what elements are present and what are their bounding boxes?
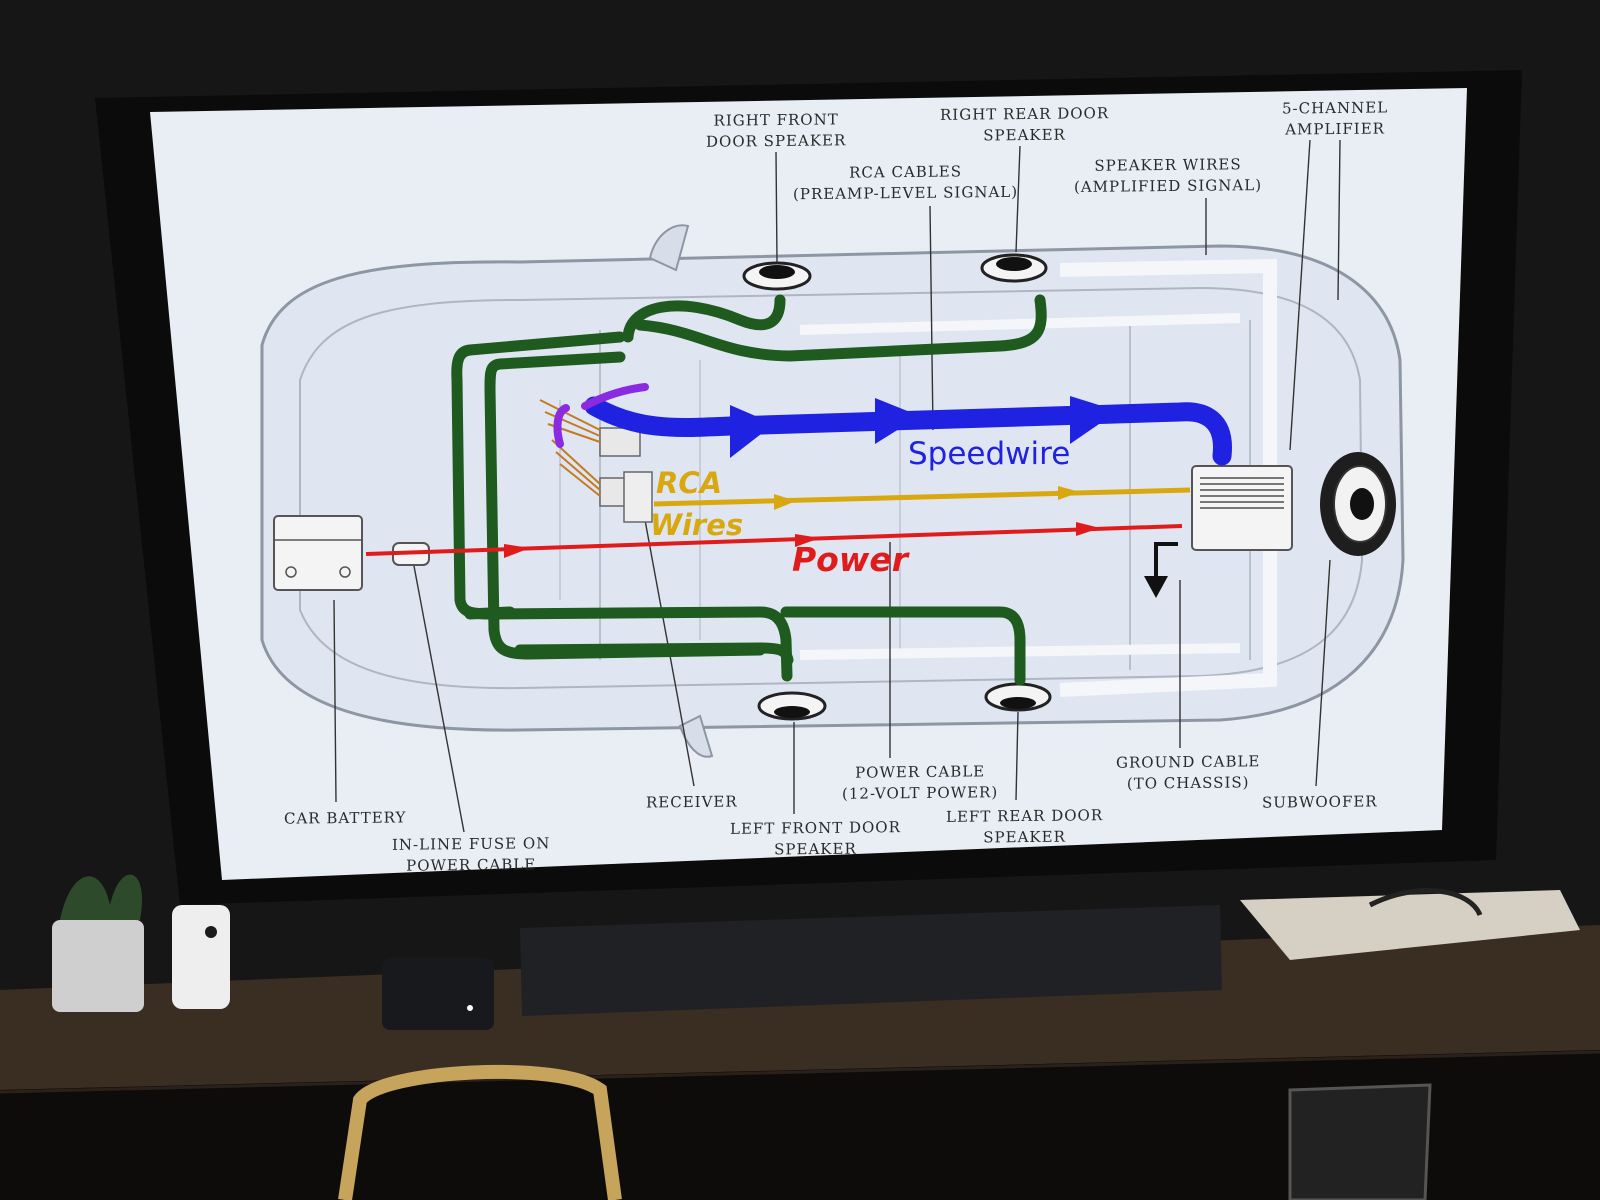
- power-line: [365, 522, 1183, 558]
- security-camera: [172, 905, 230, 1009]
- label-subwoofer: SUBWOOFER: [1262, 792, 1378, 812]
- right-rear-door-speaker: [980, 253, 1048, 283]
- annotation-power: Power: [792, 540, 908, 579]
- label-ground-cable: GROUND CABLE(TO CHASSIS): [1116, 752, 1261, 793]
- label-power-cable: POWER CABLE(12-VOLT POWER): [842, 762, 999, 803]
- leader-line: [333, 599, 337, 803]
- speedwire-line: [584, 396, 1232, 466]
- ground-arrow-icon: [1144, 542, 1178, 598]
- leader-line: [1337, 139, 1341, 301]
- right-front-door-speaker: [742, 261, 812, 291]
- annotation-speedwire: Speedwire: [908, 436, 1071, 472]
- leader-line: [1015, 711, 1019, 801]
- purple-wire: [553, 383, 649, 448]
- green-speaker-wires: [451, 294, 1047, 686]
- plant-pot: [52, 920, 144, 1012]
- label-rca-cables: RCA CABLES(PREAMP-LEVEL SIGNAL): [793, 162, 1019, 204]
- leader-line: [1289, 139, 1311, 451]
- camera-lens-icon: [205, 926, 217, 938]
- receiver-harness: [539, 399, 653, 523]
- car-battery: [273, 515, 363, 591]
- left-rear-door-speaker: [984, 682, 1052, 712]
- picture-frame: [1288, 1083, 1432, 1200]
- leader-line: [413, 565, 465, 833]
- soundbar: [520, 905, 1222, 1016]
- annotation-rca: RCA: [656, 466, 723, 500]
- leader-line: [1315, 559, 1331, 787]
- label-receiver: RECEIVER: [646, 792, 738, 812]
- leader-line: [929, 205, 934, 431]
- leader-lines: [333, 139, 1341, 833]
- annotation-wires: Wires: [650, 508, 744, 542]
- streaming-box: [382, 958, 494, 1030]
- amplifier: [1191, 465, 1293, 551]
- status-light-icon: [467, 1005, 473, 1011]
- tray: [1240, 890, 1580, 960]
- plant-leaves-icon: [60, 874, 143, 920]
- rca-line: [653, 486, 1191, 510]
- label-speaker-wires: SPEAKER WIRES(AMPLIFIED SIGNAL): [1074, 155, 1263, 196]
- leader-line: [775, 151, 778, 263]
- chair-back: [338, 1064, 622, 1200]
- leader-line: [1015, 145, 1021, 253]
- subwoofer: [1320, 452, 1396, 556]
- label-car-battery: CAR BATTERY: [284, 808, 407, 828]
- left-front-door-speaker: [757, 691, 827, 721]
